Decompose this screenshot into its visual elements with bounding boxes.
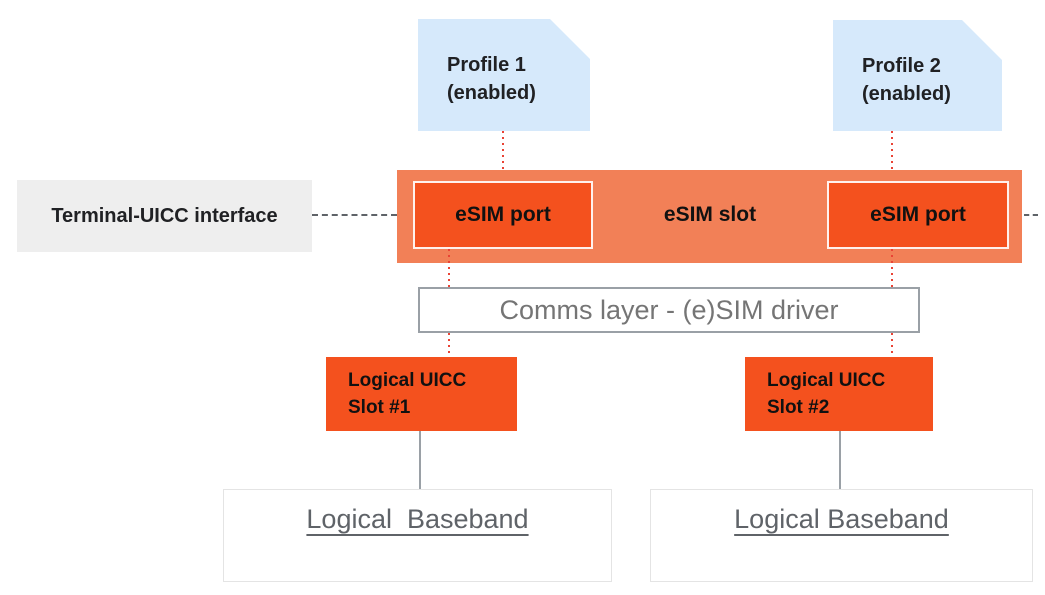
dashed-connector-left: [312, 214, 397, 216]
logical-uicc-slot-1-line2: Slot #1: [348, 397, 411, 418]
esim-port-2-label: eSIM port: [870, 203, 966, 226]
profile-2-card: Profile 2 (enabled): [833, 20, 1002, 131]
logical-uicc-slot-2-line2: Slot #2: [767, 397, 830, 418]
comms-layer-box: Comms layer - (e)SIM driver: [418, 287, 920, 333]
comms-layer-text: Comms layer - (e)SIM driver: [499, 294, 839, 325]
esim-port-1-label: eSIM port: [455, 203, 551, 226]
logical-uicc-slot-1-line1: Logical UICC: [348, 370, 467, 391]
esim-slot-label-text: eSIM slot: [663, 203, 757, 226]
terminal-uicc-interface-label: Terminal-UICC interface: [17, 180, 312, 252]
logical-baseband-1-box: Logical Baseband: [223, 489, 612, 582]
profile-1-title: Profile 1: [447, 54, 526, 76]
dotted-connector-profile2-port2: [891, 131, 893, 181]
esim-port-1: eSIM port: [413, 181, 593, 249]
profile-2-status: (enabled): [862, 82, 951, 105]
logical-uicc-slot-2: Logical UICC Slot #2: [745, 357, 933, 431]
logical-baseband-2-box: Logical Baseband: [650, 489, 1033, 582]
dashed-connector-right: [1024, 214, 1038, 216]
connector-uicc1-baseband1: [419, 431, 421, 489]
logical-baseband-2-label: Logical Baseband: [734, 504, 949, 534]
esim-slot-label: eSIM slot: [593, 181, 827, 249]
profile-1-status: (enabled): [447, 82, 536, 104]
profile-1-card: Profile 1 (enabled): [418, 19, 590, 131]
connector-uicc2-baseband2: [839, 431, 841, 489]
esim-port-2: eSIM port: [827, 181, 1009, 249]
logical-uicc-slot-2-line1: Logical UICC: [767, 370, 886, 391]
terminal-uicc-interface-text: Terminal-UICC interface: [51, 204, 278, 227]
logical-baseband-1-label: Logical Baseband: [306, 504, 529, 534]
dotted-connector-profile1-port1: [502, 131, 504, 181]
logical-uicc-slot-1: Logical UICC Slot #1: [326, 357, 517, 431]
profile-2-title: Profile 2: [862, 54, 941, 77]
